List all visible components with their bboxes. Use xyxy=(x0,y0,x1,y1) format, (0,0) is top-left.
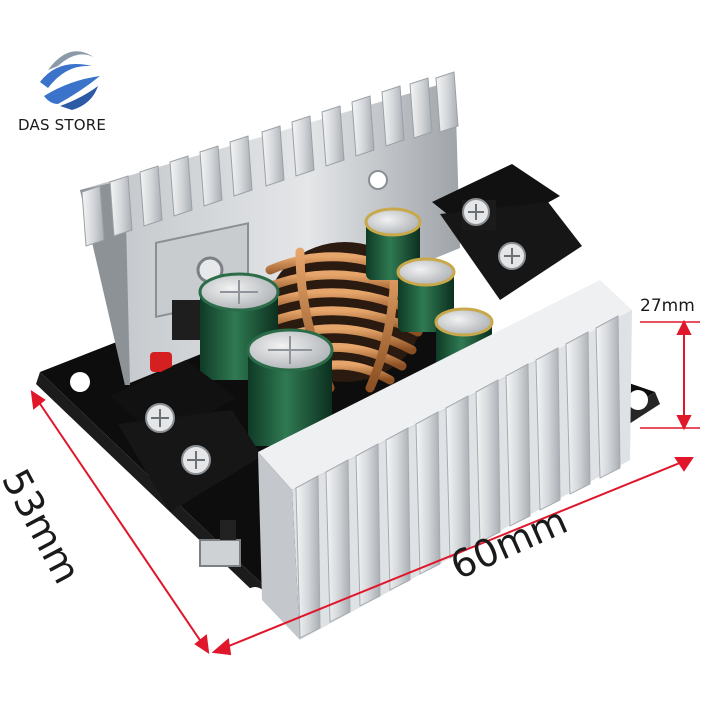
front-heatsink xyxy=(258,280,632,640)
led-indicator xyxy=(150,352,172,372)
store-logo xyxy=(40,51,100,110)
output-terminal-block xyxy=(432,164,582,300)
arrow-head xyxy=(676,415,692,431)
length-dimension-line xyxy=(213,457,693,653)
dimension-lines xyxy=(30,319,700,656)
width-dimension-line xyxy=(31,391,209,653)
height-label: 27mm xyxy=(640,296,695,316)
mount-hole xyxy=(628,390,648,410)
arrow-head xyxy=(194,634,210,655)
arrow-head xyxy=(674,457,694,472)
input-terminal-block xyxy=(110,360,262,512)
power-switch xyxy=(199,520,241,567)
arrow-head xyxy=(211,638,232,656)
store-name: DAS STORE xyxy=(18,116,107,134)
mount-hole xyxy=(70,372,90,392)
capacitor-large-2 xyxy=(246,328,334,446)
arrow-head xyxy=(676,319,692,335)
mount-hole xyxy=(244,587,266,609)
switch-marking: ON OFF xyxy=(194,573,237,604)
arrow-head xyxy=(30,389,46,410)
